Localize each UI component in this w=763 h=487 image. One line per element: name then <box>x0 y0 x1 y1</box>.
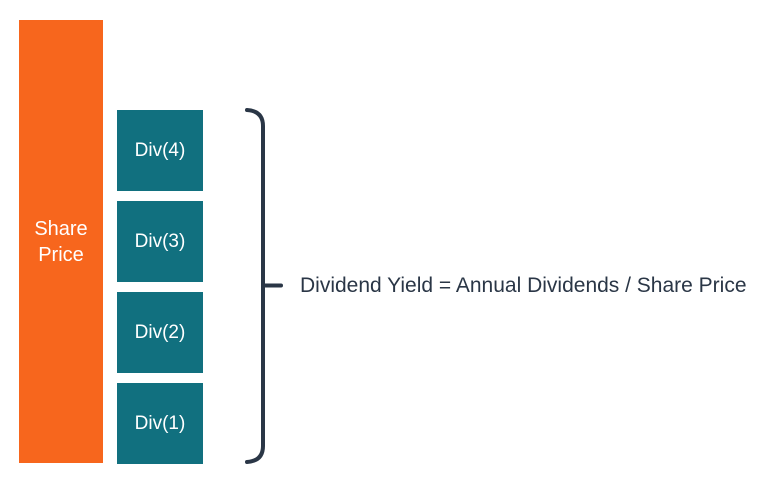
share-price-bar: Share Price <box>19 20 103 463</box>
dividend-box-label: Div(1) <box>134 412 186 434</box>
dividend-box-3: Div(3) <box>117 201 203 282</box>
dividend-box-2: Div(2) <box>117 292 203 373</box>
dividend-box-label: Div(4) <box>134 139 186 161</box>
dividend-box-label: Div(2) <box>134 321 186 343</box>
curly-brace-icon <box>245 108 283 464</box>
share-price-label-line2: Price <box>38 243 84 266</box>
dividend-box-label: Div(3) <box>134 230 186 252</box>
dividend-box-4: Div(4) <box>117 110 203 191</box>
share-price-label-line1: Share <box>34 217 88 240</box>
dividend-box-1: Div(1) <box>117 383 203 464</box>
formula-text: Dividend Yield = Annual Dividends / Shar… <box>300 274 747 297</box>
